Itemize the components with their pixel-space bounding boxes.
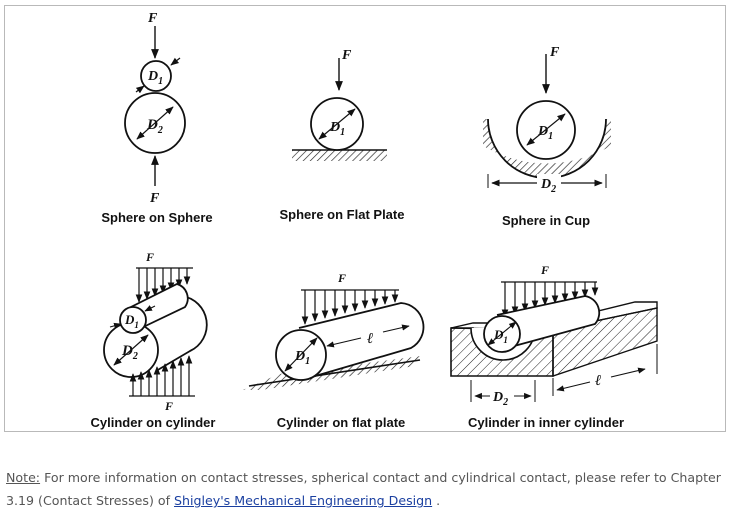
note-tail: .: [432, 493, 441, 508]
force-label: F: [149, 191, 160, 206]
shigley-book-link[interactable]: Shigley's Mechanical Engineering Design: [174, 493, 433, 508]
note-text: For more information on contact stresses…: [6, 470, 721, 508]
caption-cylinder-on-cylinder: Cylinder on cylinder: [91, 415, 216, 430]
d1-label: D1: [294, 349, 310, 367]
caption-sphere-on-sphere: Sphere on Sphere: [101, 210, 212, 225]
small-cylinder-end: [119, 306, 147, 334]
d2-label: D2: [121, 343, 138, 362]
sphere-on-flat-plate-diagram: F D1 Sphere on Flat Plate: [280, 48, 405, 222]
length-label: ℓ: [595, 373, 601, 389]
cylinder-in-inner-cylinder-diagram: F D1 D2: [450, 263, 658, 430]
caption-cylinder-on-flat-plate: Cylinder on flat plate: [277, 415, 406, 430]
reference-note: Note: For more information on contact st…: [6, 466, 732, 512]
force-label: F: [147, 11, 158, 26]
force-label: F: [164, 399, 173, 413]
caption-sphere-on-flat-plate: Sphere on Flat Plate: [280, 207, 405, 222]
d2-label: D2: [146, 117, 163, 136]
d1-label: D1: [329, 120, 345, 138]
sphere-on-sphere-diagram: F D1 D2 F Sphere on Sphere: [101, 11, 212, 225]
d1-label: D1: [147, 69, 163, 87]
force-label: F: [549, 45, 560, 60]
d1-label: D1: [124, 312, 139, 330]
small-sphere: [140, 60, 172, 92]
force-label: F: [341, 48, 352, 63]
caption-cylinder-in-inner-cylinder: Cylinder in inner cylinder: [468, 415, 624, 430]
cup: [483, 119, 611, 178]
force-label: F: [540, 263, 549, 277]
d1-label: D1: [493, 327, 508, 345]
cylinder-on-cylinder-diagram: F D1 D2: [91, 250, 216, 430]
d2-label: D2: [492, 390, 508, 408]
d2-label: D2: [540, 177, 556, 195]
contact-geometry-figure: F D1 D2 F Sphere on Sphere F D1 Sphere o…: [4, 5, 726, 432]
length-label: ℓ: [367, 331, 373, 347]
force-label: F: [337, 271, 346, 285]
cylinder-on-flat-plate-diagram: F D1 ℓ Cylinder on flat plate: [243, 271, 425, 430]
force-label: F: [145, 250, 154, 264]
caption-sphere-in-cup: Sphere in Cup: [502, 213, 590, 228]
d1-label: D1: [537, 124, 553, 142]
note-lead: Note:: [6, 470, 41, 485]
flat-plate: [292, 150, 387, 161]
contact-diagram-svg: F D1 D2 F Sphere on Sphere F D1 Sphere o…: [91, 11, 658, 430]
sphere-in-cup-diagram: F D1 D2 Sphere in Cup: [483, 45, 611, 228]
